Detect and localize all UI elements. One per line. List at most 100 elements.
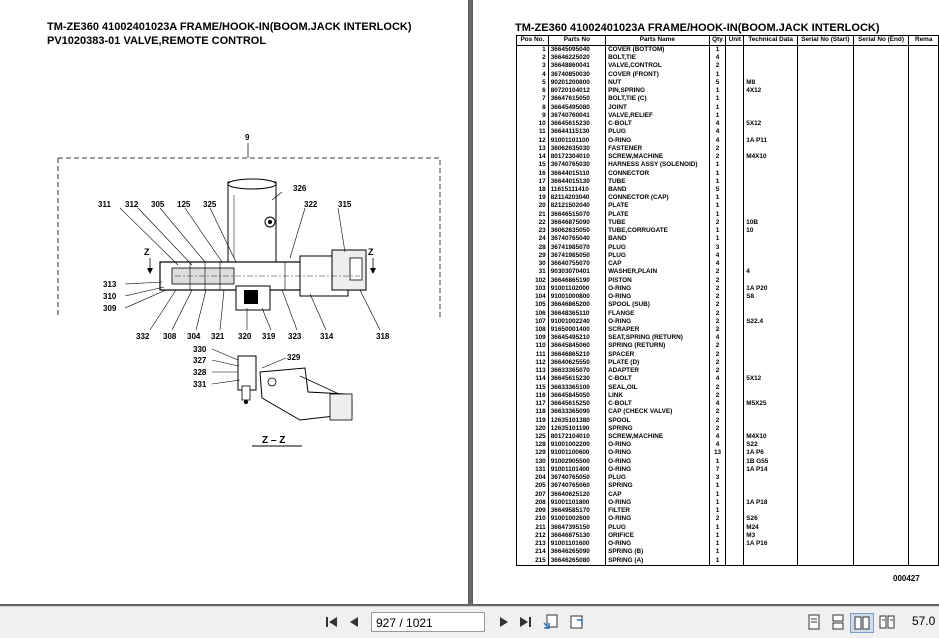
- parts-no-cell: 36645615230: [547, 120, 607, 129]
- callout-330: 330: [193, 345, 207, 354]
- qty-cell: 2: [708, 62, 727, 71]
- pos-no-cell: 204: [516, 474, 549, 483]
- technical-data-cell: 1A P20: [743, 284, 798, 294]
- remarks-cell: [908, 276, 939, 285]
- unit-cell: [725, 449, 745, 458]
- prev-page-icon[interactable]: [345, 613, 363, 631]
- viewer-toolbar: 927 / 1021 57.0: [0, 606, 939, 638]
- qty-cell: 4: [708, 128, 727, 137]
- technical-data-cell: 4: [743, 268, 798, 277]
- parts-name-cell: PISTON: [605, 276, 710, 285]
- remarks-cell: [908, 62, 939, 71]
- continuous-icon[interactable]: [828, 613, 848, 631]
- pos-no-cell: 17: [516, 177, 549, 186]
- technical-data-cell: [743, 416, 798, 425]
- pos-no-cell: 109: [516, 334, 549, 343]
- technical-data-cell: S22: [743, 441, 798, 450]
- qty-cell: 2: [708, 301, 727, 310]
- parts-no-cell: 36633365070: [547, 367, 607, 376]
- qty-cell: 4: [708, 400, 727, 409]
- two-page-icon[interactable]: [850, 613, 874, 633]
- technical-data-cell: [743, 367, 798, 376]
- unit-cell: [725, 284, 745, 294]
- fit-page-icon[interactable]: [541, 613, 561, 631]
- parts-name-cell: BAND: [605, 185, 710, 195]
- serial-end-cell: [852, 400, 910, 409]
- serial-end-cell: [852, 424, 910, 434]
- serial-start-cell: [796, 251, 854, 261]
- single-page-icon[interactable]: [804, 613, 824, 631]
- col-qty: Qty: [708, 35, 727, 46]
- serial-end-cell: [852, 45, 910, 55]
- qty-cell: 2: [708, 325, 727, 335]
- pos-no-cell: 210: [516, 515, 549, 524]
- pos-no-cell: 23: [516, 227, 549, 236]
- unit-cell: [725, 367, 745, 376]
- rotate-icon[interactable]: [567, 613, 587, 631]
- next-page-icon[interactable]: [495, 613, 513, 631]
- serial-end-cell: [852, 449, 910, 458]
- unit-cell: [725, 144, 745, 154]
- serial-end-cell: [852, 284, 910, 294]
- parts-name-cell: BOLT,TIE (C): [605, 95, 710, 104]
- serial-start-cell: [796, 457, 854, 466]
- technical-data-cell: [743, 408, 798, 417]
- callout-328: 328: [193, 368, 207, 377]
- callout-310: 310: [103, 292, 117, 301]
- pos-no-cell: 118: [516, 408, 549, 417]
- parts-name-cell: CONNECTOR (CAP): [605, 194, 710, 203]
- remarks-cell: [908, 128, 939, 137]
- first-page-icon[interactable]: [323, 613, 341, 631]
- unit-cell: [725, 383, 745, 392]
- pos-no-cell: 19: [516, 194, 549, 203]
- remarks-cell: [908, 309, 939, 318]
- parts-no-cell: 91001002240: [547, 317, 607, 326]
- parts-name-cell: PLUG: [605, 128, 710, 137]
- serial-start-cell: [796, 317, 854, 326]
- parts-no-cell: 36740765040: [547, 235, 607, 244]
- parts-no-cell: 82114203040: [547, 194, 607, 203]
- serial-start-cell: [796, 441, 854, 450]
- pos-no-cell: 1: [516, 45, 549, 55]
- serial-end-cell: [852, 507, 910, 516]
- pos-no-cell: 213: [516, 540, 549, 549]
- callout-320: 320: [238, 332, 252, 341]
- parts-name-cell: PLUG: [605, 251, 710, 261]
- serial-end-cell: [852, 87, 910, 96]
- page-number-input[interactable]: 927 / 1021: [371, 612, 485, 632]
- parts-no-cell: 91001101800: [547, 498, 607, 508]
- remarks-cell: [908, 482, 939, 491]
- unit-cell: [725, 490, 745, 499]
- pos-no-cell: 7: [516, 95, 549, 104]
- parts-name-cell: PLUG: [605, 474, 710, 483]
- remarks-cell: [908, 70, 939, 79]
- left-page: TM-ZE360 41002401023A FRAME/HOOK-IN(BOOM…: [0, 0, 468, 604]
- unit-cell: [725, 276, 745, 285]
- parts-name-cell: C-BOLT: [605, 120, 710, 129]
- parts-name-cell: PLUG: [605, 523, 710, 532]
- serial-end-cell: [852, 309, 910, 318]
- parts-name-cell: VALVE,CONTROL: [605, 62, 710, 71]
- unit-cell: [725, 457, 745, 466]
- remarks-cell: [908, 301, 939, 310]
- parts-table: Pos No. Parts No Parts Name Qty Unit Tec…: [516, 35, 939, 566]
- remarks-cell: [908, 367, 939, 376]
- last-page-icon[interactable]: [516, 613, 534, 631]
- remarks-cell: [908, 556, 939, 566]
- parts-no-cell: 36645845060: [547, 342, 607, 351]
- pos-no-cell: 3: [516, 62, 549, 71]
- unit-cell: [725, 235, 745, 244]
- fit-width-icon[interactable]: [877, 613, 897, 631]
- zoom-level[interactable]: 57.0: [912, 614, 936, 628]
- parts-name-cell: JOINT: [605, 103, 710, 112]
